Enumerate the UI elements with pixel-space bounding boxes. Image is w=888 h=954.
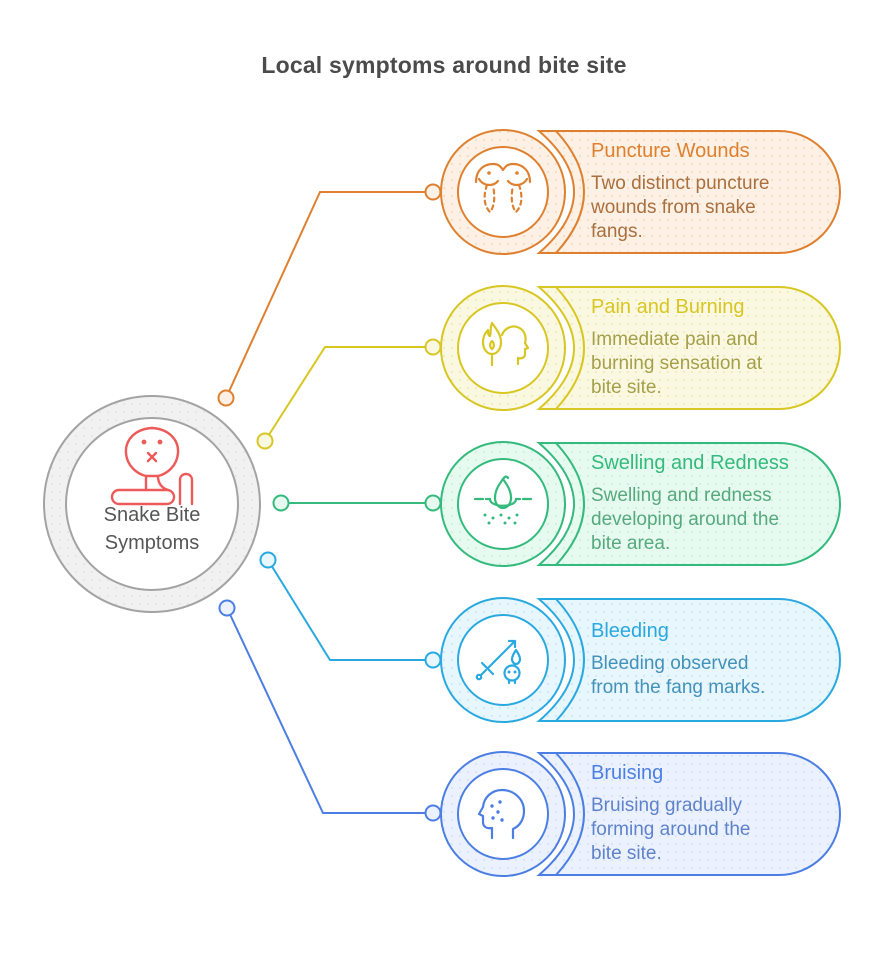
card-crescent-accent [555,752,585,876]
connector-line [225,191,433,399]
branch-swelling-and-redness [272,441,841,567]
item-puncture-wounds: Puncture Wounds Two distinct puncture wo… [591,131,843,253]
item-swelling-and-redness: Swelling and Redness Swelling and rednes… [591,443,843,565]
branch-pain-and-burning [256,285,841,450]
item-title: Pain and Burning [591,296,745,318]
connector-dot [218,599,236,617]
card-swelling-and-redness [536,442,841,566]
item-title: Swelling and Redness [591,452,789,474]
card-bruising [536,752,841,876]
item-description: Immediate pain and burning sensation at … [591,329,763,398]
connector-dot [424,494,442,512]
item-description: Bruising gradually forming around the bi… [591,795,751,864]
card-crescent-accent [555,130,585,254]
card-pain-and-burning [536,286,841,410]
item-description: Bleeding observed from the fang marks. [591,653,766,698]
bruised-head-icon [477,788,526,840]
icon-disc [457,768,549,860]
card-bleeding [536,598,841,722]
cobra-icon [110,426,194,506]
page-title: Local symptoms around bite site [261,52,627,78]
connector-dot [256,432,274,450]
branch-puncture-wounds [217,129,841,407]
icon-disc [457,146,549,238]
icon-disc [457,302,549,394]
center-node [43,395,261,613]
icon-disc [457,614,549,706]
droplet-skin-swelling-icon [473,475,533,525]
sword-skull-bleeding-icon [475,639,522,685]
item-description: Two distinct puncture wounds from snake … [591,173,770,242]
connector-line [264,346,433,442]
card-crescent-accent [555,442,585,566]
center-node-label: Snake Bite Symptoms [103,504,201,554]
connector-dot [259,551,277,569]
connector-line [267,559,433,661]
icon-disc [457,458,549,550]
connector-line [226,607,433,814]
flame-head-pain-icon [481,321,530,367]
connector-dot [272,494,290,512]
item-description: Swelling and redness developing around t… [591,485,780,554]
item-bruising: Bruising Bruising gradually forming arou… [591,753,843,875]
connector-dot [424,183,442,201]
item-pain-and-burning: Pain and Burning Immediate pain and burn… [591,287,843,409]
item-title: Bleeding [591,620,669,642]
card-crescent-accent [555,286,585,410]
connector-dot [424,804,442,822]
branch-bruising [218,599,841,877]
connector-dot [424,338,442,356]
card-crescent-accent [555,598,585,722]
item-title: Puncture Wounds [591,140,750,162]
connector-dot [424,651,442,669]
item-title: Bruising [591,762,664,784]
torso-puncture-wounds-icon [474,162,532,214]
branch-bleeding [259,551,841,723]
card-puncture-wounds [536,130,841,254]
connector-dot [217,389,235,407]
item-bleeding: Bleeding Bleeding observed from the fang… [591,599,843,721]
